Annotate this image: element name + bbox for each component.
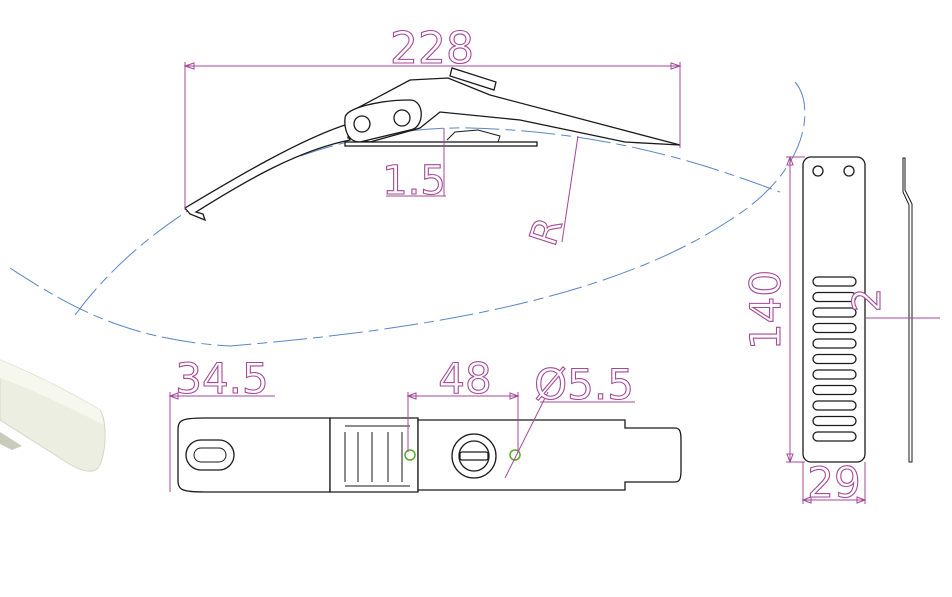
thickness-label: 1.5 xyxy=(382,158,446,204)
strip-slot xyxy=(812,415,857,427)
length-label: 228 xyxy=(390,23,474,74)
key-slot-icon xyxy=(459,451,489,461)
strip-length-label: 140 xyxy=(741,270,790,350)
offset-label: 2 xyxy=(845,288,889,312)
strip-slot xyxy=(812,431,857,442)
hole-diameter-label: Ø5.5 xyxy=(534,360,634,409)
strip-hole-icon xyxy=(812,165,824,177)
mounting-hole-icon xyxy=(509,449,521,461)
dimension-strip-length: 140 xyxy=(740,155,805,464)
product-photo-fragment xyxy=(0,359,106,472)
strip-front-view xyxy=(802,156,866,463)
strip-hole-icon xyxy=(843,165,855,177)
strip-slot xyxy=(812,384,857,396)
strip-slot xyxy=(812,353,857,365)
slot-icon xyxy=(185,439,235,471)
strip-slot xyxy=(812,276,857,287)
dimension-radius: R xyxy=(521,135,579,251)
reference-curve-upper xyxy=(74,127,781,316)
dimension-offset: 2 xyxy=(844,287,940,319)
strip-slot xyxy=(812,307,857,318)
dimension-length: 228 xyxy=(183,22,682,210)
strip-slot xyxy=(812,291,857,303)
dimension-hole-diameter: Ø5.5 xyxy=(504,359,635,479)
latch-side-view xyxy=(184,67,681,222)
dimension-strip-width: 29 xyxy=(801,457,867,508)
pivot-hole-icon xyxy=(393,109,411,127)
dimension-thickness: 1.5 xyxy=(382,128,446,205)
radius-label: R xyxy=(521,212,571,251)
latch-top-view xyxy=(177,417,682,493)
strip-slot xyxy=(812,338,857,349)
strip-slot xyxy=(812,369,857,380)
dimension-hole-spacing: 48 xyxy=(406,353,520,452)
strip-width-label: 29 xyxy=(807,458,860,507)
mounting-hole-icon xyxy=(404,449,416,461)
dimension-end-to-slot: 34.5 xyxy=(168,353,275,492)
strip-side-view xyxy=(902,157,913,463)
end-to-slot-label: 34.5 xyxy=(175,354,269,403)
hole-spacing-label: 48 xyxy=(438,354,491,403)
pivot-hole-icon xyxy=(353,115,371,133)
strip-slot xyxy=(812,322,857,334)
strip-slot xyxy=(812,400,857,411)
